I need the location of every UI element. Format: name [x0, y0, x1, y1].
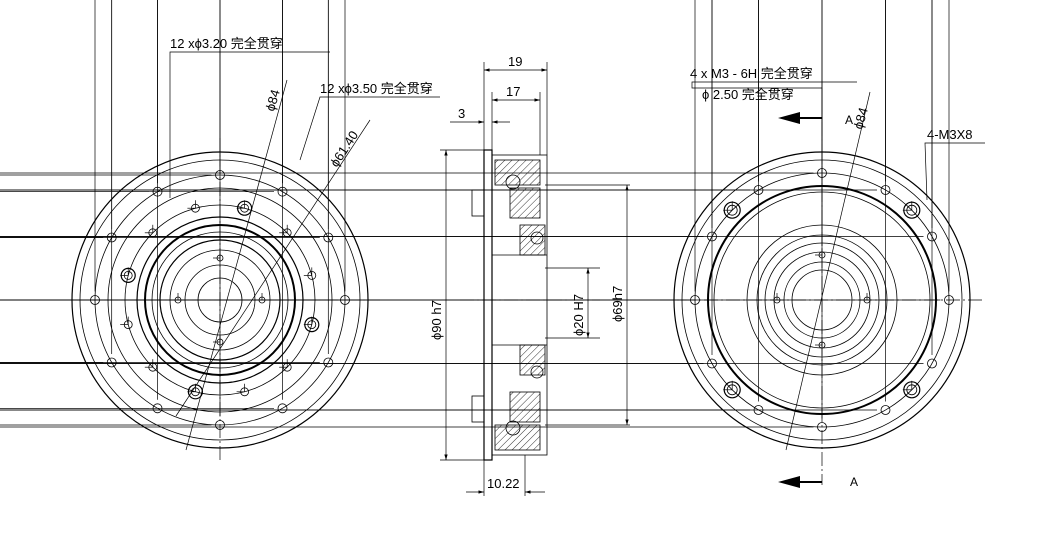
side-section-top-2: [509, 187, 541, 219]
front-outer-hole: [323, 232, 334, 243]
rear-outer-hole: [927, 231, 937, 242]
rear-hub-hole-group: [770, 248, 871, 349]
dim-69h7-label: ϕ69h7: [610, 286, 625, 322]
side-bearing-ball-bottom-2: [530, 365, 544, 379]
dim-17-label: 17: [506, 84, 520, 99]
front-outer-hole: [215, 170, 225, 180]
section-arrow-top-head: [778, 112, 800, 124]
side-flange-plate: [483, 149, 493, 461]
side-view: 19 17 3 ϕ90 h7 ϕ20 H7 ϕ69h7 10.22: [429, 54, 630, 496]
dim-10-22-label: 10.22: [487, 476, 520, 491]
callout-holes-350: 12 xϕ3.50 完全贯穿: [320, 81, 433, 96]
rear-outer-hole: [690, 295, 700, 305]
side-section-bottom-1: [494, 424, 541, 451]
front-outer-hole: [106, 357, 117, 368]
callout-m3x8-leader: [924, 142, 985, 201]
rear-dia-84-label: ϕ84: [850, 106, 870, 131]
callout-m3-line2: ϕ 2.50 完全贯穿: [702, 87, 794, 102]
callout-holes-320: 12 xϕ3.20 完全贯穿: [170, 36, 283, 51]
rear-outer-hole: [880, 185, 891, 195]
rear-outer-hole: [707, 358, 717, 369]
callout-m3x8: 4-M3X8: [927, 127, 973, 142]
dim-3-label: 3: [458, 106, 465, 121]
callout-350-leader: [299, 96, 440, 161]
front-outer-hole: [277, 403, 288, 414]
rear-outer-hole: [753, 405, 764, 415]
rear-outer-hole-group: [0, 0, 954, 432]
side-section-bottom-2: [509, 391, 541, 423]
section-label-bottom: A: [850, 475, 858, 489]
front-outer-hole: [152, 403, 163, 414]
rear-view: A A ϕ84 4 x M3 - 6H 完全贯穿 ϕ 2.50 完全贯穿 4-M…: [0, 0, 985, 489]
section-arrow-bottom-head: [778, 476, 800, 488]
front-outer-hole: [323, 357, 334, 368]
callout-m3-line1: 4 x M3 - 6H 完全贯穿: [690, 66, 813, 81]
side-section-bottom-3: [519, 344, 546, 376]
side-body: [491, 154, 548, 456]
front-outer-hole: [277, 186, 288, 197]
side-bearing-ball-bottom: [505, 420, 521, 436]
section-label-top: A: [845, 113, 853, 127]
front-outer-hole: [215, 420, 225, 430]
rear-outer-hole: [927, 358, 937, 369]
side-bolt-head-top: [471, 189, 485, 217]
side-bolt-head-bottom: [471, 395, 485, 423]
front-dia-61-40-label: ϕ61.40: [327, 128, 361, 170]
rear-dia84-leader: [785, 91, 871, 451]
callout-m3-leader: [691, 81, 857, 246]
side-bearing-ball-top: [505, 174, 521, 190]
dim-20h7-label: ϕ20 H7: [571, 294, 586, 336]
front-outer-hole-group: [0, 0, 350, 430]
side-bearing-ball-top-2: [530, 231, 544, 245]
front-view: 12 xϕ3.20 完全贯穿 12 xϕ3.50 完全贯穿 ϕ84 ϕ61.40: [0, 0, 440, 462]
side-section-top-3: [519, 224, 546, 256]
rear-outer-hole: [944, 295, 954, 305]
front-dia84-leader: [185, 79, 288, 451]
front-dia61-leader: [175, 119, 371, 417]
rear-outer-hole: [880, 405, 891, 415]
rear-outer-hole: [817, 422, 827, 432]
front-inner-hole-group: [120, 200, 320, 400]
front-dia-84-label: ϕ84: [262, 88, 282, 113]
callout-320-leader: [169, 51, 330, 198]
dim-90h7-label: ϕ90 h7: [429, 300, 444, 340]
dim-19-label: 19: [508, 54, 522, 69]
side-section-top-1: [494, 159, 541, 186]
rear-m3-hole-group: [723, 201, 921, 399]
